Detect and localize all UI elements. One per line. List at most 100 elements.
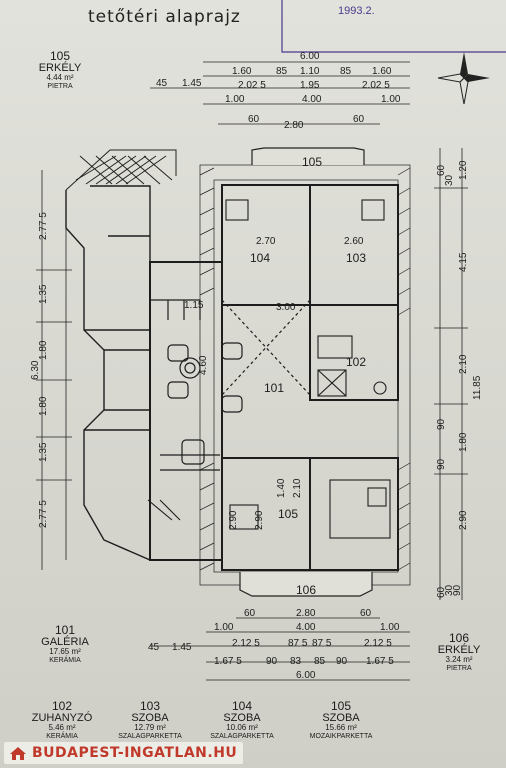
legend-zuhanyzo: 102 ZUHANYZÓ 5.46 m² KERÁMIA <box>31 699 93 740</box>
svg-text:90: 90 <box>452 584 463 596</box>
svg-text:1.80: 1.80 <box>38 396 49 416</box>
room-label-104: 104 <box>250 251 270 265</box>
svg-text:6.00: 6.00 <box>296 670 316 681</box>
balcony-106-label: 106 ERKÉLY 3.24 m² PIETRA <box>424 632 494 672</box>
svg-text:1.00: 1.00 <box>380 622 400 633</box>
svg-text:2.02 5: 2.02 5 <box>238 80 266 91</box>
top-dim-total: 6.00 <box>300 51 320 62</box>
svg-text:83: 83 <box>290 656 302 667</box>
svg-text:1.67 5: 1.67 5 <box>214 656 242 667</box>
floor-walls <box>149 184 399 571</box>
svg-text:90: 90 <box>266 656 278 667</box>
house-logo-icon <box>10 747 26 760</box>
svg-text:85: 85 <box>276 66 288 77</box>
legend-galeria: 101 GALÉRIA 17.65 m² KERÁMIA <box>41 623 89 664</box>
svg-text:2.90: 2.90 <box>458 510 469 530</box>
svg-text:87 5: 87 5 <box>288 638 308 649</box>
svg-text:1.67 5: 1.67 5 <box>366 656 394 667</box>
svg-text:11.85: 11.85 <box>472 375 483 400</box>
svg-text:1.10: 1.10 <box>300 66 320 77</box>
svg-text:85: 85 <box>314 656 326 667</box>
room-label-103: 103 <box>346 251 366 265</box>
svg-text:1.95: 1.95 <box>300 80 320 91</box>
balcony-lattice <box>65 149 177 191</box>
top-dimension-lines <box>150 61 410 125</box>
top-dimension-text: 6.00 1.60 85 1.10 85 1.60 45 1.45 2.02 5… <box>156 51 401 131</box>
dormer-bays <box>239 147 373 597</box>
bottom-dimension-lines <box>150 617 410 681</box>
svg-text:1.00: 1.00 <box>225 94 245 105</box>
svg-text:4.00: 4.00 <box>296 622 316 633</box>
room-labels: 105 104 103 101 102 105 106 <box>250 155 366 597</box>
svg-text:2.90: 2.90 <box>254 510 265 530</box>
svg-text:2.77 5: 2.77 5 <box>38 500 49 528</box>
gallery-furniture <box>150 299 311 471</box>
svg-text:1.60: 1.60 <box>232 66 252 77</box>
svg-text:1.35: 1.35 <box>38 442 49 462</box>
balcony-106-area: 3.24 m² <box>445 655 473 665</box>
balcony-105-name: ERKÉLY <box>38 61 82 74</box>
room-label-102: 102 <box>346 355 366 369</box>
svg-text:30: 30 <box>444 174 455 186</box>
balcony-105-area: 4.44 m² <box>46 73 74 83</box>
svg-text:1.60: 1.60 <box>372 66 392 77</box>
svg-text:2.60: 2.60 <box>344 236 364 247</box>
right-dimension-lines <box>434 148 468 600</box>
svg-text:87 5: 87 5 <box>312 638 332 649</box>
svg-text:45: 45 <box>156 78 168 89</box>
svg-text:2.10: 2.10 <box>292 478 303 498</box>
left-dimension-text: 2.77 5 1.35 1.80 6.30 1.80 1.35 2.77 5 <box>30 212 49 528</box>
svg-text:60: 60 <box>248 114 260 125</box>
svg-text:1.80: 1.80 <box>38 340 49 360</box>
svg-text:1.45: 1.45 <box>182 78 202 89</box>
svg-text:2.80: 2.80 <box>284 120 304 131</box>
svg-text:1.45: 1.45 <box>172 642 192 653</box>
svg-text:60: 60 <box>353 114 365 125</box>
stamp-text: 1993.2. <box>338 5 375 17</box>
svg-text:1.00: 1.00 <box>381 94 401 105</box>
site-watermark: BUDAPEST-INGATLAN.HU <box>4 742 244 764</box>
svg-text:1.15: 1.15 <box>184 300 204 311</box>
svg-text:2.10: 2.10 <box>458 354 469 374</box>
room-label-105-bottom: 105 <box>278 507 298 521</box>
bottom-dimension-text: 60 2.80 60 1.00 4.00 1.00 45 1.45 2.12 5… <box>148 608 400 681</box>
right-dimension-text: 60 30 1.20 4.15 11.85 2.10 90 1.80 90 2.… <box>436 160 483 598</box>
svg-text:85: 85 <box>340 66 352 77</box>
watermark-text: BUDAPEST-INGATLAN.HU <box>32 745 238 761</box>
svg-text:2.12 5: 2.12 5 <box>364 638 392 649</box>
svg-text:4.00: 4.00 <box>302 94 322 105</box>
svg-text:1.40: 1.40 <box>276 478 287 498</box>
svg-text:1.20: 1.20 <box>458 160 469 180</box>
svg-text:1.00: 1.00 <box>214 622 234 633</box>
svg-text:2.77 5: 2.77 5 <box>38 212 49 240</box>
svg-text:90: 90 <box>436 418 447 430</box>
balcony-105-number: 105 <box>49 49 71 63</box>
room-label-106: 106 <box>296 583 316 597</box>
balcony-105-material: PIETRA <box>47 82 73 90</box>
svg-text:60: 60 <box>360 608 372 619</box>
svg-text:45: 45 <box>148 642 160 653</box>
svg-text:60: 60 <box>244 608 256 619</box>
svg-text:2.80: 2.80 <box>296 608 316 619</box>
svg-text:1.80: 1.80 <box>458 432 469 452</box>
svg-text:2.70: 2.70 <box>256 236 276 247</box>
room-label-101: 101 <box>264 381 284 395</box>
balcony-106-name: ERKÉLY <box>437 643 481 656</box>
legend-szoba-103: 103 SZOBA 12.79 m² SZALAGPARKETTA <box>118 699 182 740</box>
svg-text:6.30: 6.30 <box>30 360 41 380</box>
svg-text:30: 30 <box>444 584 455 596</box>
room-label-105-top: 105 <box>302 155 322 169</box>
legend-szoba-105: 105 SZOBA 15.66 m² MOZAIKPARKETTA <box>309 699 373 740</box>
balcony-105-label: 105 ERKÉLY 4.44 m² PIETRA <box>30 50 90 90</box>
legend-szoba-104: 104 SZOBA 10.06 m² SZALAGPARKETTA <box>210 699 274 740</box>
galeria-outline <box>65 185 151 561</box>
svg-text:2.02 5: 2.02 5 <box>362 80 390 91</box>
svg-text:4.15: 4.15 <box>458 252 469 272</box>
svg-text:3.00: 3.00 <box>276 302 296 313</box>
svg-text:4.60: 4.60 <box>198 355 209 375</box>
svg-text:1.35: 1.35 <box>38 284 49 304</box>
svg-text:60: 60 <box>436 164 447 176</box>
svg-text:90: 90 <box>436 458 447 470</box>
